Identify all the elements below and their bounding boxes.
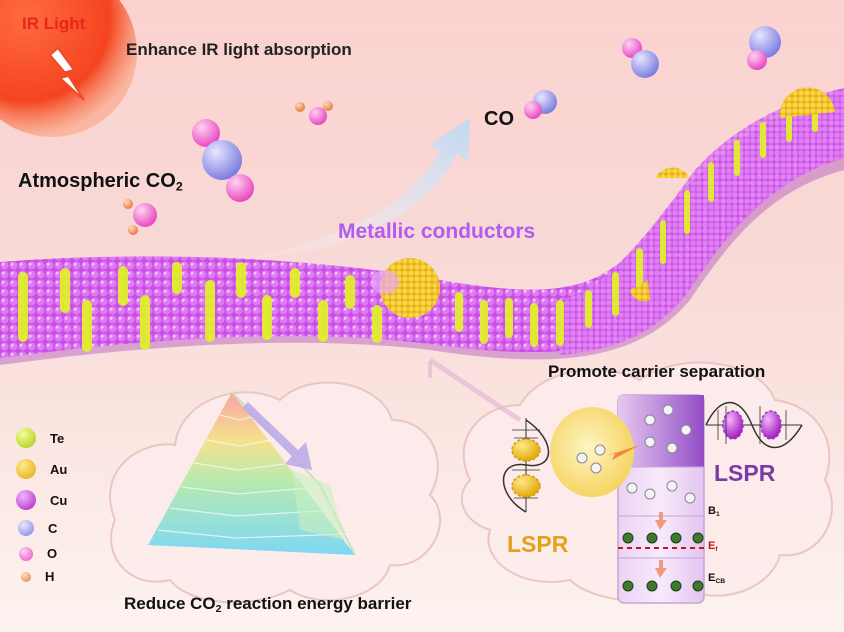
au-particle-under (630, 280, 650, 302)
legend-item-o: O (16, 546, 57, 561)
h2o-molecule-small (295, 101, 333, 125)
transfer-arrow (606, 445, 640, 460)
metal-blob (550, 407, 634, 497)
au-dot-icon (16, 459, 36, 479)
legend-item-c: C (16, 520, 57, 536)
c-dot-icon (18, 520, 34, 536)
ir-light-label: IR Light (22, 14, 86, 33)
metallic-conductors-label: Metallic conductors (338, 220, 536, 243)
curved-arrow (250, 118, 470, 258)
co-molecule (524, 90, 557, 119)
pyramid-arrow (242, 402, 312, 470)
co-molecule-right (747, 26, 781, 70)
ef-text: E (708, 540, 716, 552)
legend-label: O (47, 546, 58, 561)
ef-sub: f (715, 546, 718, 554)
lspr-right-label: LSPR (714, 460, 776, 486)
legend-label: H (45, 569, 55, 584)
cu-dot-icon (16, 490, 36, 510)
atmospheric-co2-text: Atmospheric CO (18, 170, 176, 192)
lspr-left-label: LSPR (507, 531, 569, 557)
h-dot-icon (21, 571, 31, 582)
lspr-wave-left (502, 418, 550, 513)
reduce-pre: Reduce CO (124, 594, 216, 613)
au-particle-right (779, 87, 835, 118)
ecb-sub: CB (715, 578, 726, 586)
legend-item-te: Te (16, 428, 64, 448)
tellurium-stripes (18, 98, 818, 352)
au-particle-top (655, 167, 690, 178)
promote-carrier-label: Promote carrier separation (548, 362, 766, 381)
band-column (617, 394, 705, 604)
legend-item-h: H (16, 569, 54, 584)
te-dot-icon (16, 428, 36, 448)
b1-text: B (708, 505, 716, 517)
au-particle-main (380, 258, 440, 318)
ecb-label: ECB (708, 572, 725, 585)
legend-item-au: Au (16, 459, 67, 479)
o-dot-icon (19, 546, 33, 561)
legend-label: Au (50, 461, 68, 477)
enhance-ir-label: Enhance IR light absorption (126, 40, 352, 59)
nanowire-far (560, 88, 844, 355)
lspr-wave-right (705, 401, 803, 449)
legend-label: Cu (50, 492, 68, 508)
legend-item-cu: Cu (16, 490, 67, 510)
atmospheric-co2-label: Atmospheric CO2 (18, 170, 183, 194)
legend-label: C (48, 520, 58, 536)
atmospheric-co2-sub: 2 (175, 179, 183, 194)
reduce-sub: 2 (215, 603, 222, 616)
lightning-icon (48, 46, 85, 101)
co-molecule-top (622, 38, 659, 78)
co2-molecule-large (192, 119, 254, 202)
ef-label: Ef (708, 540, 718, 553)
co-label: CO (484, 108, 514, 130)
b1-sub: 1 (715, 511, 720, 519)
h2o-molecule-left (123, 199, 157, 235)
reduce-barrier-label: Reduce CO2 reaction energy barrier (124, 594, 411, 615)
legend-label: Te (50, 430, 65, 446)
ecb-text: E (708, 572, 716, 584)
b1-label: B1 (708, 505, 720, 518)
reduce-post: reaction energy barrier (221, 594, 412, 613)
